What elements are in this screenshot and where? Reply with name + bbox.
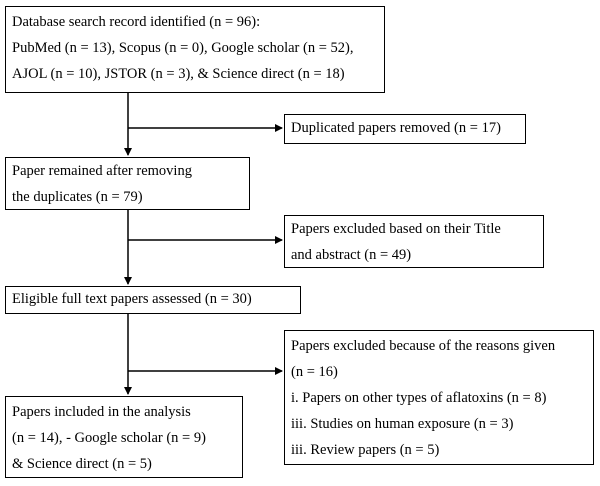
search-records-line-2: PubMed (n = 13), Scopus (n = 0), Google … [12,40,354,56]
papers-remained-line-1: Paper remained after removing [12,163,192,179]
reasons-excluded-line-3: i. Papers on other types of aflatoxins (… [291,390,547,406]
papers-included-line-1: Papers included in the analysis [12,404,191,420]
reasons-excluded-line-5: iii. Review papers (n = 5) [291,442,440,458]
papers-included-line-2: (n = 14), - Google scholar (n = 9) [12,430,206,446]
title-abstract-excluded-line-1: Papers excluded based on their Title [291,221,501,237]
papers-included-line-3: & Science direct (n = 5) [12,456,152,472]
papers-included-box: Papers included in the analysis (n = 14)… [5,396,243,478]
title-abstract-excluded-line-2: and abstract (n = 49) [291,247,412,263]
papers-remained-box: Paper remained after removing the duplic… [5,157,250,210]
reasons-excluded-line-2: (n = 16) [291,364,338,380]
eligible-papers-line-1: Eligible full text papers assessed (n = … [12,291,252,307]
reasons-excluded-box: Papers excluded because of the reasons g… [284,330,594,465]
search-records-line-3: AJOL (n = 10), JSTOR (n = 3), & Science … [12,66,345,82]
search-records-line-1: Database search record identified (n = 9… [12,14,261,30]
papers-remained-line-2: the duplicates (n = 79) [12,189,143,205]
eligible-papers-box: Eligible full text papers assessed (n = … [5,286,301,314]
duplicates-removed-box: Duplicated papers removed (n = 17) [284,114,526,144]
search-records-box: Database search record identified (n = 9… [5,6,385,93]
title-abstract-excluded-box: Papers excluded based on their Title and… [284,215,544,268]
reasons-excluded-line-4: iii. Studies on human exposure (n = 3) [291,416,514,432]
duplicates-removed-line-1: Duplicated papers removed (n = 17) [291,120,501,136]
reasons-excluded-line-1: Papers excluded because of the reasons g… [291,338,556,354]
